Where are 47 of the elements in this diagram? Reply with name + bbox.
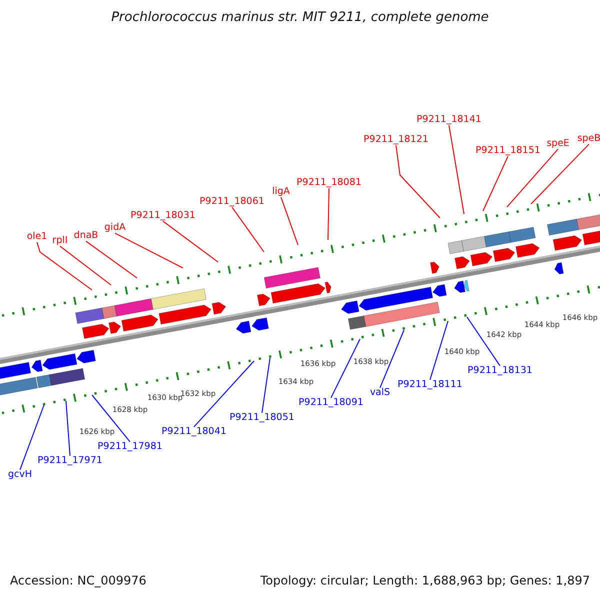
gene-label: speE [546,138,570,150]
gene-label: P9211_18061 [200,196,264,208]
diagram-title: Prochlorococcus marinus str. MIT 9211, complete genome [111,10,489,26]
leader-line [114,232,184,268]
leader-line [396,144,440,218]
accession-text: Accession: NC_009976 [10,574,146,588]
leader-line [66,400,70,456]
leader-line [262,358,270,414]
gene-label: rplI [52,236,68,246]
leader-line [448,124,464,214]
leader-line [506,148,558,208]
gene-label: ole1 [26,232,48,242]
leader-line [482,156,508,212]
gene-label: P9211_17971 [38,456,102,466]
leader-line [328,188,330,240]
leader-line [380,330,404,388]
leader-line [466,316,500,366]
leader-line [92,394,130,442]
gene-label: gidA [104,222,126,234]
gene-label: P9211_18081 [296,178,362,188]
leader-line [530,144,590,204]
leader-line [430,320,448,380]
leader-line [194,360,254,428]
gene-label: P9211_18041 [162,426,226,438]
genome-stats-text: Topology: circular; Length: 1,688,963 bp; Genes: 1,897 [260,574,590,588]
gene-label: P9211_18141 [416,114,482,126]
gene-label: P9211_18051 [230,412,294,424]
gene-label: speB [577,134,600,144]
gene-label: P9211_18111 [398,380,462,390]
gene-label: P9211_18131 [468,366,532,376]
leader-line [162,220,218,262]
leader-line [86,240,138,278]
gene-label: P9211_17981 [98,442,162,452]
leader-line [280,196,298,246]
gene-label: valS [370,388,390,398]
gene-label: dnaB [74,230,98,242]
gene-label: ligA [272,186,290,198]
leader-line [232,206,264,252]
gene-label: gcvH [8,470,32,480]
gene-label: P9211_18151 [476,146,540,156]
leader-line [60,246,112,286]
gene-label: P9211_18121 [364,134,428,146]
gene-label: P9211_18091 [298,398,364,408]
gene-label: P9211_18031 [130,210,196,222]
leader-line [330,338,360,398]
leader-line [36,242,92,290]
leader-line [20,404,44,470]
